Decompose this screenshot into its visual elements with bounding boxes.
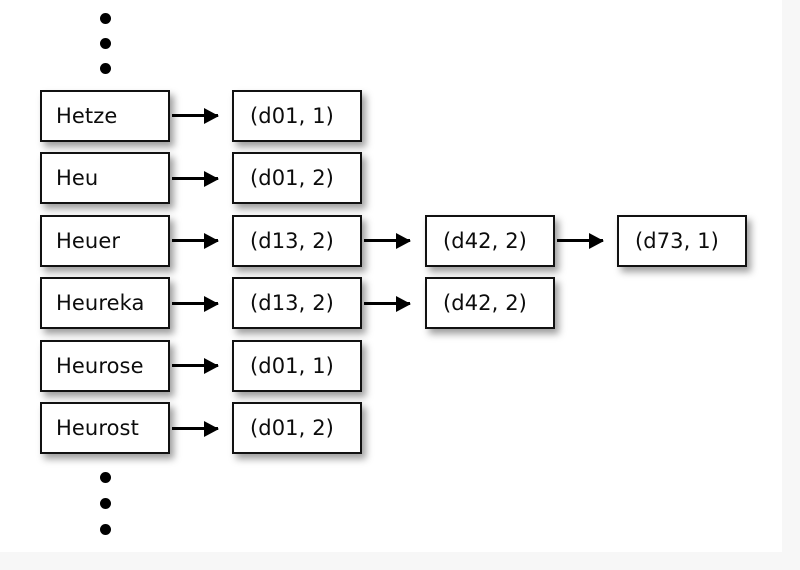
arrow-posting-to-posting (364, 239, 410, 242)
posting-node[interactable]: (d13, 2) (232, 215, 362, 267)
ellipsis-dot (100, 524, 111, 535)
posting-node[interactable]: (d42, 2) (425, 277, 555, 329)
arrow-term-to-posting (172, 427, 218, 430)
posting-node[interactable]: (d01, 1) (232, 340, 362, 392)
ellipsis-dot (100, 472, 111, 483)
ellipsis-dot (100, 13, 111, 24)
term-node[interactable]: Heu (40, 152, 170, 204)
term-node[interactable]: Heurose (40, 340, 170, 392)
posting-node[interactable]: (d42, 2) (425, 215, 555, 267)
ellipsis-dot (100, 498, 111, 509)
arrow-term-to-posting (172, 177, 218, 180)
ellipsis-dot (100, 38, 111, 49)
posting-node[interactable]: (d01, 2) (232, 152, 362, 204)
arrow-term-to-posting (172, 239, 218, 242)
term-node[interactable]: Heurost (40, 402, 170, 454)
arrow-posting-to-posting (557, 239, 603, 242)
arrow-term-to-posting (172, 364, 218, 367)
arrow-term-to-posting (172, 302, 218, 305)
posting-node[interactable]: (d01, 1) (232, 90, 362, 142)
term-node[interactable]: Heuer (40, 215, 170, 267)
posting-node[interactable]: (d13, 2) (232, 277, 362, 329)
arrow-term-to-posting (172, 114, 218, 117)
term-node[interactable]: Hetze (40, 90, 170, 142)
term-node[interactable]: Heureka (40, 277, 170, 329)
ellipsis-dot (100, 63, 111, 74)
posting-node[interactable]: (d73, 1) (617, 215, 747, 267)
posting-node[interactable]: (d01, 2) (232, 402, 362, 454)
arrow-posting-to-posting (364, 302, 410, 305)
